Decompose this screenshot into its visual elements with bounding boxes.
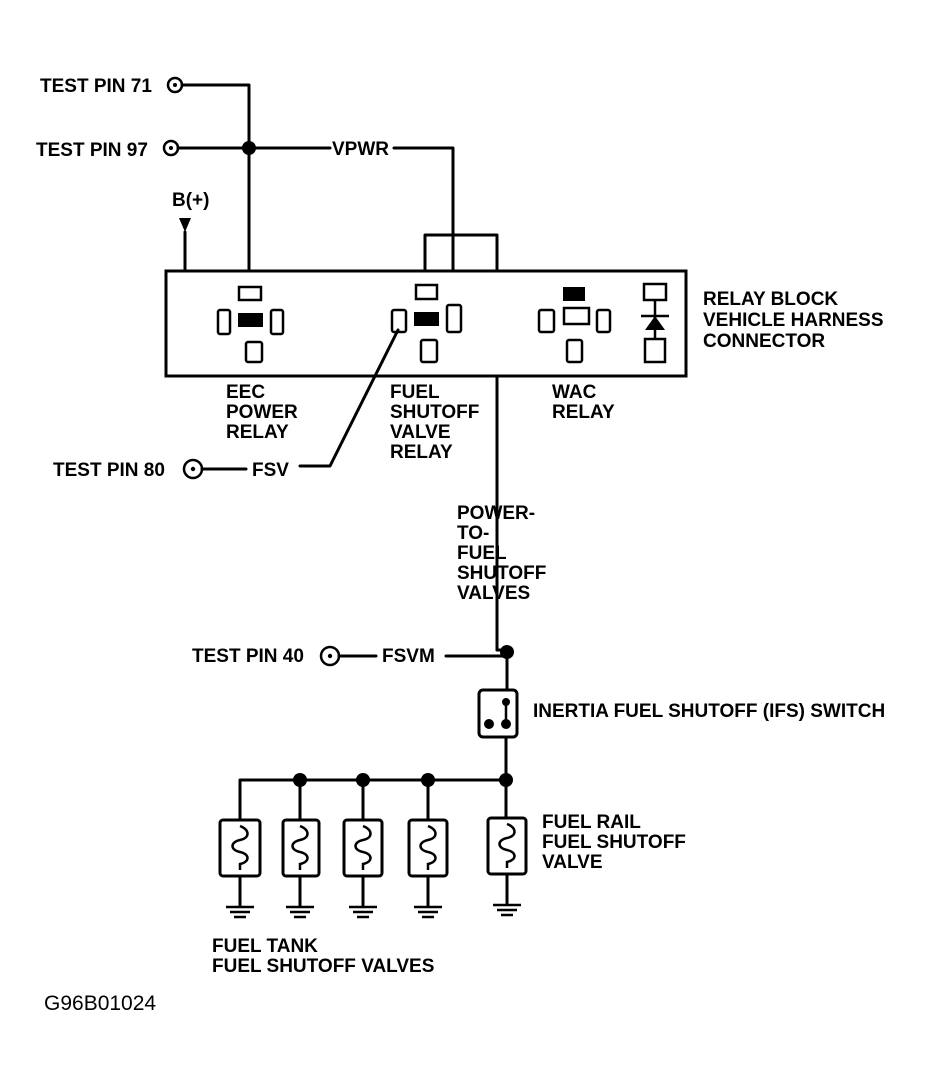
test-pin-80-label: TEST PIN 80 bbox=[53, 460, 165, 481]
battery-positive-arrow bbox=[179, 218, 191, 232]
eec-power-relay-label: EEC POWER RELAY bbox=[226, 382, 303, 443]
fuel-tank-valve-4 bbox=[407, 818, 449, 919]
wac-relay-label: WAC RELAY bbox=[552, 382, 615, 423]
wire-vpwr bbox=[392, 146, 455, 307]
wire-fsv bbox=[298, 328, 400, 468]
inertia-fuel-shutoff-switch bbox=[477, 688, 519, 739]
fuel-rail-valve-label: FUEL RAIL FUEL SHUTOFF VALVE bbox=[542, 812, 691, 873]
fuel-shutoff-valve-relay-label: FUEL SHUTOFF VALVE RELAY bbox=[390, 382, 485, 463]
inertia-switch-label: INERTIA FUEL SHUTOFF (IFS) SWITCH bbox=[533, 701, 885, 722]
fsvm-junction bbox=[500, 645, 514, 659]
fuel-tank-valve-3 bbox=[342, 818, 384, 919]
relay-block-label: RELAY BLOCK VEHICLE HARNESS CONNECTOR bbox=[703, 289, 889, 352]
b-plus-label: B(+) bbox=[172, 190, 209, 211]
test-pin-97-label: TEST PIN 97 bbox=[36, 140, 148, 161]
figure-id: G96B01024 bbox=[44, 992, 156, 1015]
test-pin-71-label: TEST PIN 71 bbox=[40, 76, 152, 97]
vpwr-junction bbox=[242, 141, 256, 155]
wire-fsv-relay-output bbox=[423, 233, 499, 652]
vpwr-label: VPWR bbox=[332, 139, 389, 160]
fsv-label: FSV bbox=[252, 460, 289, 481]
test-pin-40-label: TEST PIN 40 bbox=[192, 646, 304, 667]
fuel-tank-valve-2 bbox=[281, 818, 321, 919]
diode-icon bbox=[645, 316, 665, 330]
power-to-fuel-shutoff-valves-label: POWER- TO- FUEL SHUTOFF VALVES bbox=[457, 503, 552, 604]
wire-test-pin-71 bbox=[180, 83, 251, 289]
fuel-rail-valve bbox=[486, 816, 528, 917]
fuel-tank-valve-1 bbox=[218, 818, 262, 919]
fuel-tank-valves-label: FUEL TANK FUEL SHUTOFF VALVES bbox=[212, 936, 434, 977]
valve-bus bbox=[238, 778, 508, 824]
fsvm-label: FSVM bbox=[382, 646, 435, 667]
